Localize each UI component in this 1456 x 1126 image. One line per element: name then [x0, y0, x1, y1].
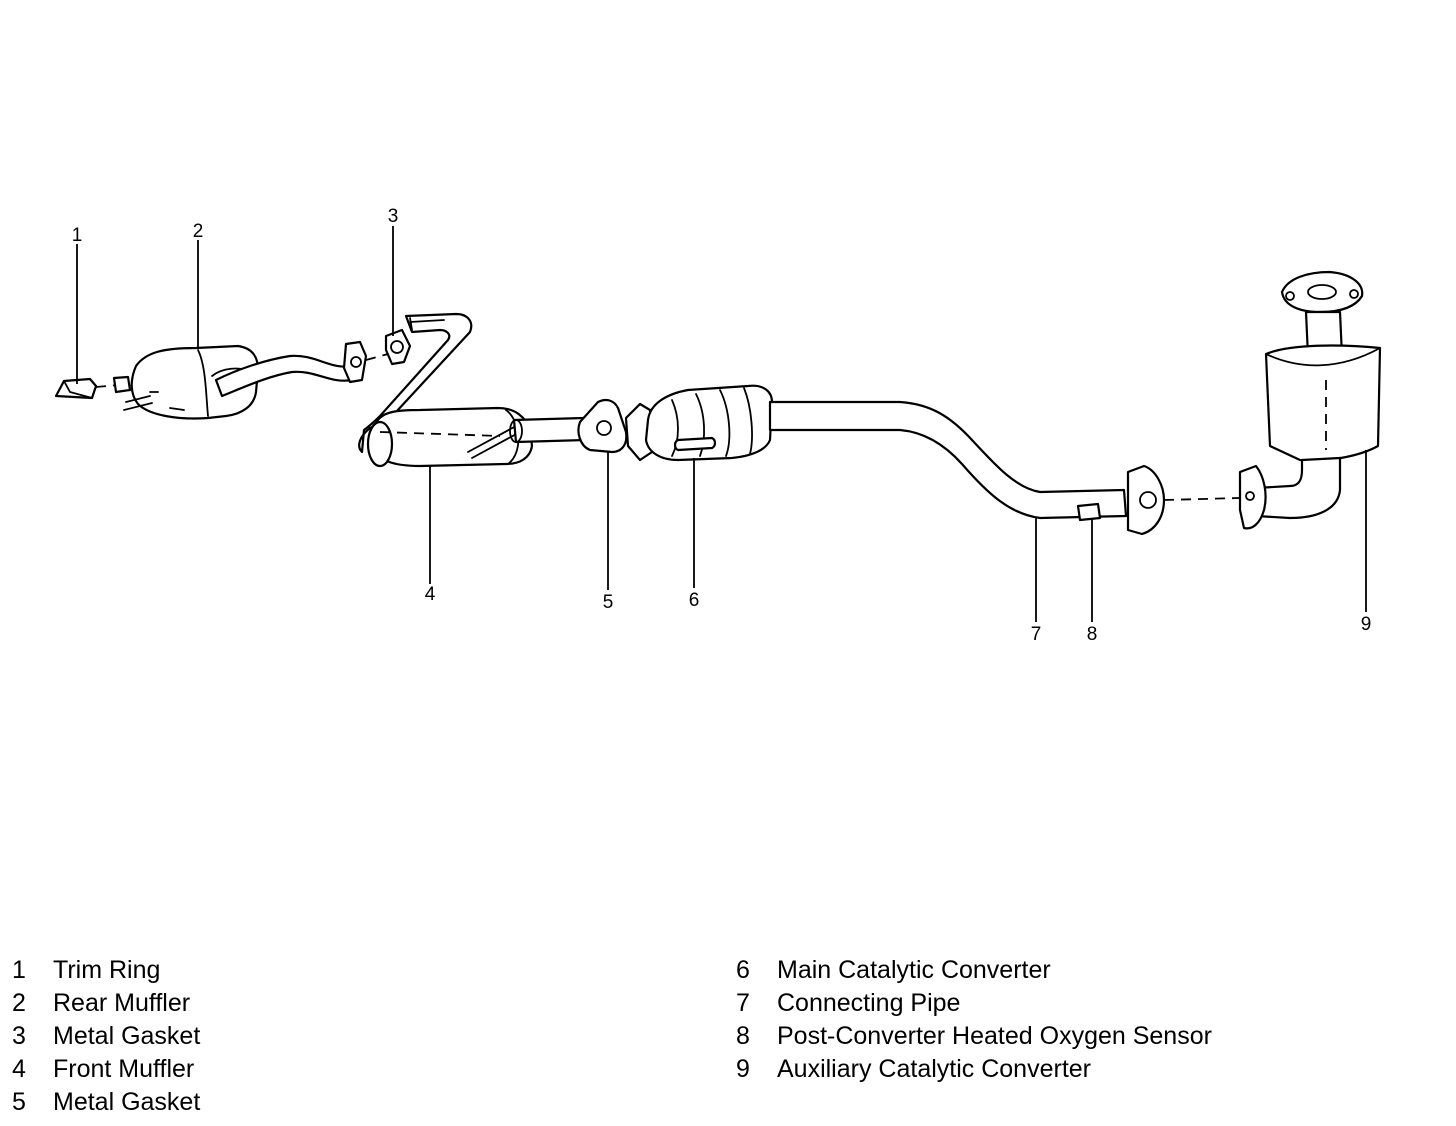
- legend-label: Rear Muffler: [53, 989, 191, 1017]
- callout-1: 1: [72, 225, 83, 246]
- legend-item: 5 Metal Gasket: [0, 1086, 200, 1119]
- legend-number: 4: [12, 1055, 26, 1083]
- connecting-pipe: [768, 400, 1241, 536]
- legend-label: Auxiliary Catalytic Converter: [777, 1055, 1091, 1083]
- callout-3: 3: [388, 206, 399, 227]
- legend-label: Metal Gasket: [53, 1022, 201, 1050]
- callout-7: 7: [1031, 624, 1042, 645]
- callout-4: 4: [425, 584, 436, 605]
- legend-item: 3 Metal Gasket: [0, 1020, 200, 1053]
- legend-label: Connecting Pipe: [777, 989, 961, 1017]
- front-muffler: [366, 406, 588, 468]
- front-metal-gasket: [577, 398, 654, 462]
- legend-number: 5: [12, 1088, 26, 1116]
- leader-lines: [76, 226, 1367, 622]
- legend-item: 6 Main Catalytic Converter: [724, 954, 1212, 987]
- callout-8: 8: [1087, 624, 1098, 645]
- auxiliary-catalytic-converter: [1238, 270, 1382, 530]
- legend-number: 2: [12, 989, 26, 1017]
- tail-pipe: [214, 340, 389, 398]
- legend-number: 6: [736, 956, 750, 984]
- callout-2: 2: [193, 221, 204, 242]
- callout-5: 5: [603, 592, 614, 613]
- callout-6: 6: [689, 590, 700, 611]
- legend-label: Metal Gasket: [53, 1088, 201, 1116]
- legend-label: Trim Ring: [53, 956, 161, 984]
- legend-number: 7: [736, 989, 750, 1017]
- legend-item: 8 Post-Converter Heated Oxygen Sensor: [724, 1020, 1212, 1053]
- main-catalytic-converter: [644, 384, 774, 462]
- legend-item: 4 Front Muffler: [0, 1053, 200, 1086]
- legend-right-column: 6 Main Catalytic Converter 7 Connecting Pi…: [724, 954, 1212, 1086]
- legend-label: Post-Converter Heated Oxygen Sensor: [777, 1022, 1212, 1050]
- rear-muffler: [112, 344, 260, 420]
- legend-label: Main Catalytic Converter: [777, 956, 1051, 984]
- legend-label: Front Muffler: [53, 1055, 195, 1083]
- upper-metal-gasket: [384, 328, 412, 366]
- legend-item: 9 Auxiliary Catalytic Converter: [724, 1053, 1212, 1086]
- callout-9: 9: [1361, 614, 1372, 635]
- legend-item: 1 Trim Ring: [0, 954, 200, 987]
- exhaust-system-diagram: 1 2 3 4 5 6 7 8 9: [54, 206, 1382, 645]
- legend-number: 1: [12, 956, 26, 984]
- legend-item: 7 Connecting Pipe: [724, 987, 1212, 1020]
- legend-item: 2 Rear Muffler: [0, 987, 200, 1020]
- legend-number: 3: [12, 1022, 26, 1050]
- trim-ring: [54, 377, 119, 400]
- post-converter-oxygen-sensor: [1076, 502, 1102, 522]
- legend-number: 9: [736, 1055, 750, 1083]
- legend-number: 8: [736, 1022, 750, 1050]
